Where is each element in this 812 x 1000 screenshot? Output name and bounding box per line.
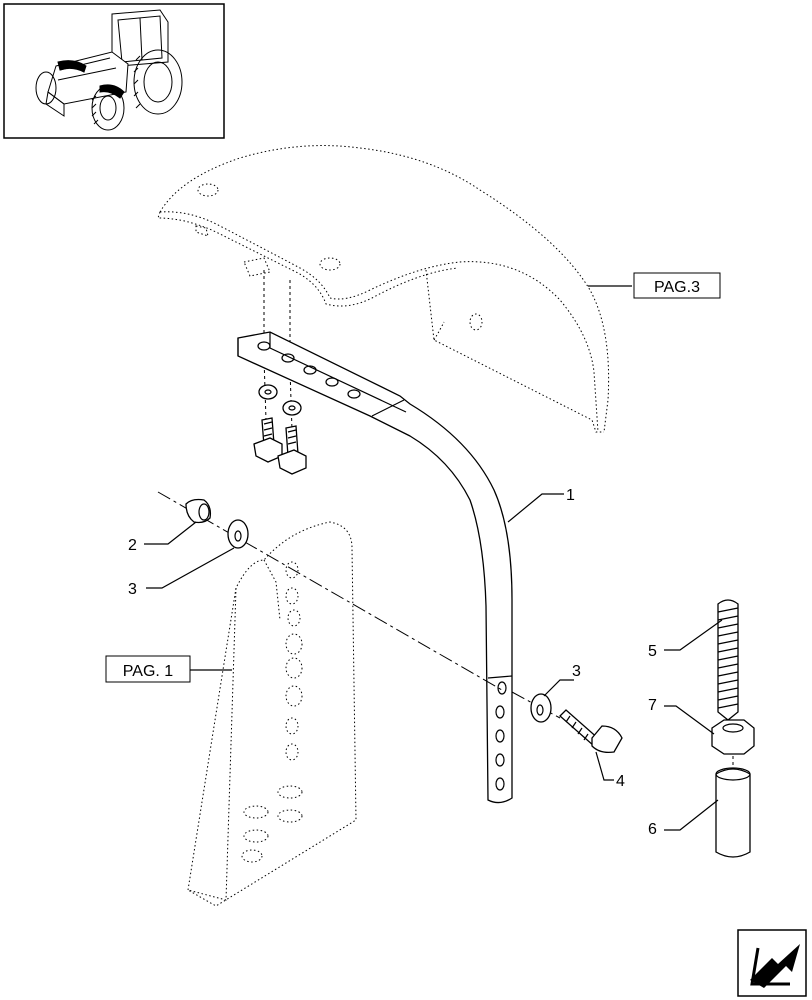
callout-3-right: 3 bbox=[572, 663, 581, 680]
page-ref-pag3-label: PAG.3 bbox=[654, 279, 700, 296]
top-washers-and-bolts bbox=[253, 384, 307, 475]
page-ref-pag1[interactable]: PAG. 1 bbox=[105, 655, 191, 683]
side-plate-reference bbox=[187, 521, 357, 907]
callout-5: 5 bbox=[648, 643, 657, 660]
page-ref-pag3[interactable]: PAG.3 bbox=[633, 272, 721, 299]
callout-4: 4 bbox=[616, 773, 625, 790]
callout-6: 6 bbox=[648, 821, 657, 838]
callout-labels: 1 2 3 3 4 5 7 6 bbox=[128, 487, 723, 838]
part-4-bolt bbox=[559, 709, 623, 754]
fender-reference bbox=[157, 145, 610, 433]
callout-2: 2 bbox=[128, 537, 137, 554]
callout-7: 7 bbox=[648, 697, 657, 714]
part-1-support-bracket bbox=[237, 331, 513, 804]
part-7-nut bbox=[711, 719, 755, 755]
part-5-threaded-stud bbox=[717, 599, 739, 721]
part-3-washer-right bbox=[530, 693, 552, 723]
callout-3-left: 3 bbox=[128, 581, 137, 598]
page-ref-pag1-label: PAG. 1 bbox=[123, 663, 173, 680]
next-page-arrow-icon[interactable] bbox=[737, 929, 807, 997]
part-2-nut bbox=[185, 498, 212, 524]
callout-1: 1 bbox=[566, 487, 575, 504]
part-6-sleeve bbox=[715, 767, 751, 858]
part-3-washer-left bbox=[227, 519, 249, 549]
tractor-thumbnail-icon bbox=[3, 3, 225, 139]
